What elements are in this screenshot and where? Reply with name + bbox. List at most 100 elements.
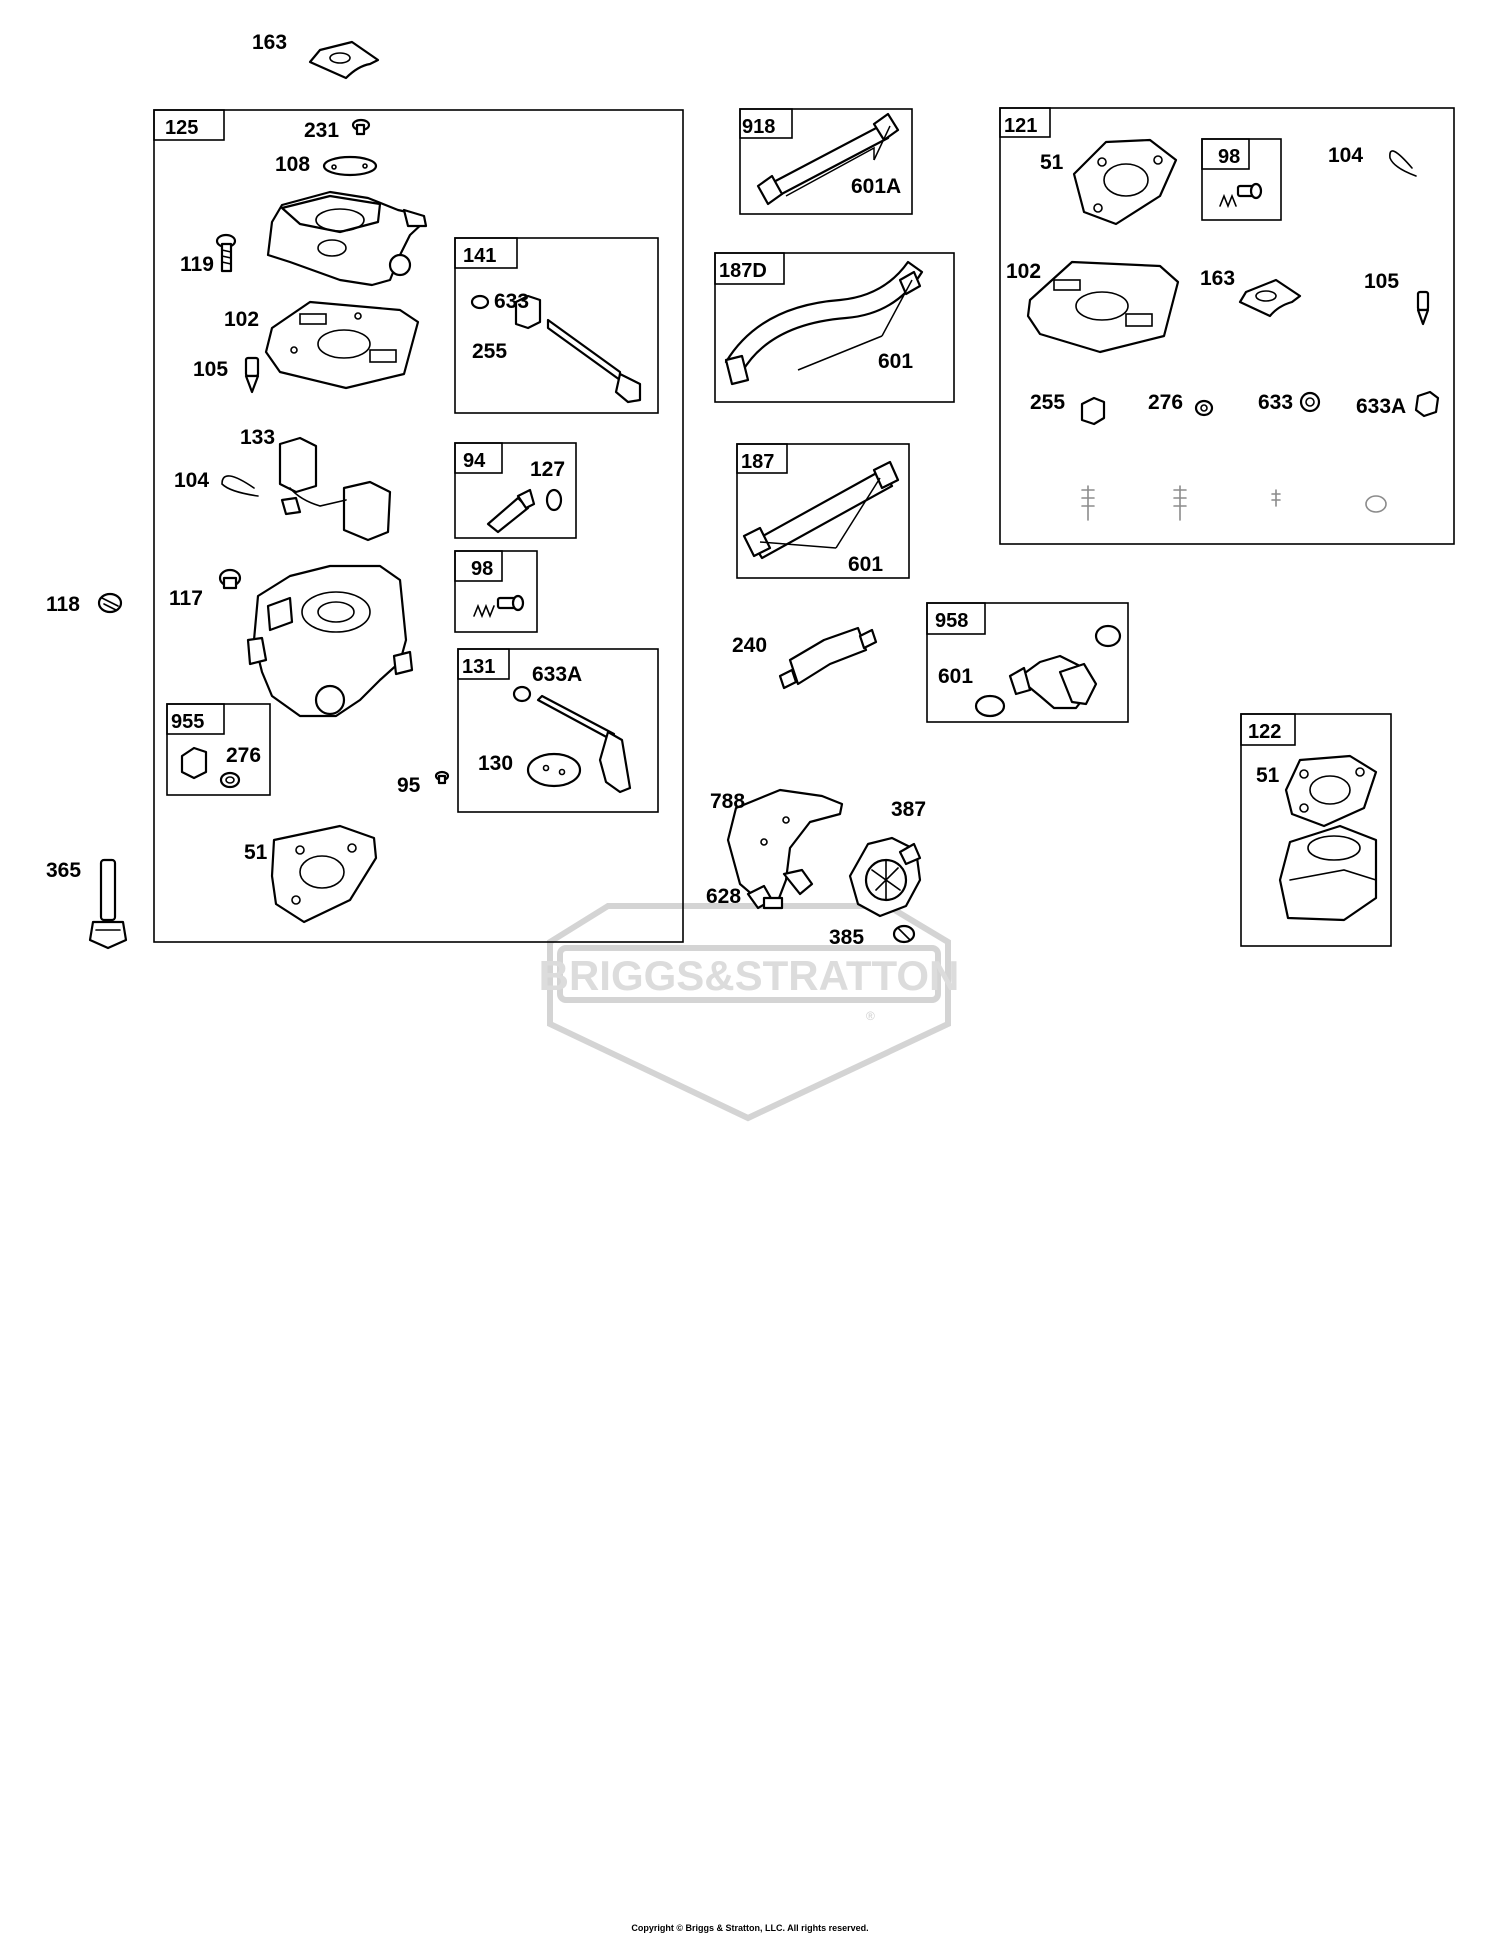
label-163-121: 163 — [1200, 267, 1235, 290]
screw-231-drawing — [351, 118, 371, 136]
frame-918 — [739, 108, 913, 215]
box-label-98-121: 98 — [1218, 146, 1240, 168]
label-365: 365 — [46, 859, 81, 882]
box-label-955: 955 — [171, 711, 204, 733]
label-231: 231 — [304, 119, 339, 142]
gasket-163-drawing — [308, 40, 380, 80]
frame-131 — [457, 648, 659, 813]
kit-number-tabs: 125 141 94 98 131 955 918 187D 187 958 1… — [153, 107, 1296, 746]
bolt-365-drawing — [88, 858, 128, 950]
screw-385-drawing — [892, 924, 916, 944]
box-label-94: 94 — [463, 450, 486, 472]
label-255-121: 255 — [1030, 391, 1065, 414]
carb-upper-body-drawing — [266, 190, 428, 287]
label-385: 385 — [829, 926, 864, 949]
frame-958 — [926, 602, 1129, 723]
box-label-125: 125 — [165, 117, 198, 139]
label-105-carb: 105 — [193, 358, 228, 381]
kit-121-drawing — [1026, 138, 1440, 521]
label-276-121: 276 — [1148, 391, 1183, 414]
label-117: 117 — [169, 587, 203, 610]
label-130: 130 — [478, 752, 513, 775]
label-105-121: 105 — [1364, 270, 1399, 293]
label-633-141: 633 — [494, 290, 529, 313]
label-633A-121: 633A — [1356, 395, 1406, 418]
frame-98-carb — [454, 550, 538, 633]
frame-125 — [153, 109, 684, 943]
kit-187-drawing — [742, 460, 900, 560]
label-133: 133 — [240, 426, 275, 449]
gasket-51-carb-drawing — [270, 824, 378, 924]
label-240: 240 — [732, 634, 767, 657]
frame-122 — [1240, 713, 1392, 947]
needle-105-carb-drawing — [244, 356, 260, 394]
bolt-628-drawing — [746, 884, 784, 910]
label-628: 628 — [706, 885, 741, 908]
label-276-955: 276 — [226, 744, 261, 767]
filter-240-drawing — [778, 626, 878, 690]
box-label-918: 918 — [742, 116, 775, 138]
screw-95-drawing — [434, 770, 450, 785]
label-255-141: 255 — [472, 340, 507, 363]
box-label-187D: 187D — [719, 260, 767, 282]
label-51-122: 51 — [1256, 764, 1280, 787]
clip-104-carb-drawing — [221, 475, 259, 497]
label-119: 119 — [180, 253, 214, 276]
box-label-187: 187 — [741, 451, 774, 473]
gasket-102-carb-drawing — [264, 300, 420, 390]
label-51-carb: 51 — [244, 841, 268, 864]
label-51-121: 51 — [1040, 151, 1064, 174]
fitting-117-drawing — [218, 568, 242, 590]
label-118: 118 — [46, 593, 80, 616]
kit-94-drawing — [486, 488, 563, 534]
box-label-121: 121 — [1004, 115, 1037, 137]
carb-main-body-drawing — [246, 564, 414, 718]
box-label-131: 131 — [462, 656, 495, 678]
label-95: 95 — [397, 774, 421, 797]
label-601A: 601A — [851, 175, 901, 198]
label-601-958: 601 — [938, 665, 973, 688]
screw-119-drawing — [215, 233, 237, 273]
box-label-141: 141 — [463, 245, 496, 267]
frame-98-121 — [1201, 138, 1282, 221]
label-108: 108 — [275, 153, 310, 176]
kit-122-drawing — [1278, 754, 1378, 922]
label-788: 788 — [710, 790, 745, 813]
frame-121 — [999, 107, 1455, 545]
box-label-958: 958 — [935, 610, 968, 632]
leader-lines — [759, 125, 913, 549]
frame-187 — [736, 443, 910, 579]
nut-118-drawing — [97, 592, 123, 614]
float-133-drawing — [278, 436, 392, 542]
label-104-121: 104 — [1328, 144, 1363, 167]
label-387: 387 — [891, 798, 926, 821]
label-104-carb: 104 — [174, 469, 209, 492]
box-label-98-carb: 98 — [471, 558, 493, 580]
frame-141 — [454, 237, 659, 414]
part-labels: 163 118 365 231 108 119 102 105 133 104 … — [46, 31, 1406, 949]
fuel-pump-387-drawing — [848, 836, 922, 918]
box-label-122: 122 — [1248, 721, 1281, 743]
label-163-top: 163 — [252, 31, 287, 54]
bracket-788-drawing — [726, 788, 844, 908]
copyright-notice: Copyright © Briggs & Stratton, LLC. All … — [631, 1923, 869, 1933]
frame-94 — [454, 442, 577, 539]
gasket-108-drawing — [322, 155, 378, 177]
label-633-121: 633 — [1258, 391, 1293, 414]
label-601-187D: 601 — [878, 350, 913, 373]
watermark-text: BRIGGS&STRATTON — [539, 952, 960, 999]
kit-frames — [153, 107, 1455, 947]
label-102-121: 102 — [1006, 260, 1041, 283]
frame-187D — [714, 252, 955, 403]
watermark-registered: ® — [866, 1009, 875, 1023]
label-127: 127 — [530, 458, 565, 481]
kit-131-drawing — [512, 685, 632, 794]
kit-918-drawing — [756, 112, 900, 206]
label-633A-131: 633A — [532, 663, 582, 686]
label-102-carb: 102 — [224, 308, 259, 331]
kit-98-carb-drawing — [473, 594, 525, 619]
kit-958-drawing — [974, 624, 1122, 718]
label-601-187: 601 — [848, 553, 883, 576]
kit-955-drawing — [180, 746, 241, 789]
